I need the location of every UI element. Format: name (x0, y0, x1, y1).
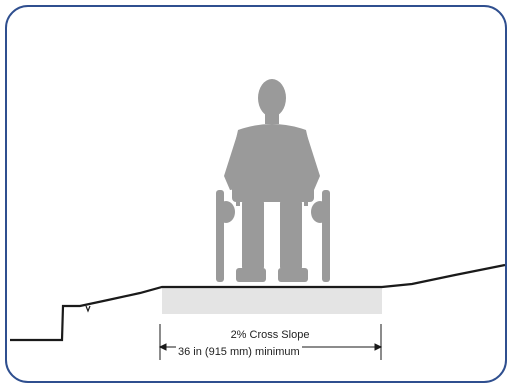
wheelchair-user-icon (216, 79, 330, 282)
diagram-border (5, 5, 507, 383)
ground-profile-line (10, 263, 506, 342)
curb-notch (85, 305, 91, 313)
accessible-route-zone (162, 287, 382, 314)
width-dimension-label: 36 in (915 mm) minimum (176, 346, 302, 358)
cross-slope-label: 2% Cross Slope (230, 329, 310, 341)
